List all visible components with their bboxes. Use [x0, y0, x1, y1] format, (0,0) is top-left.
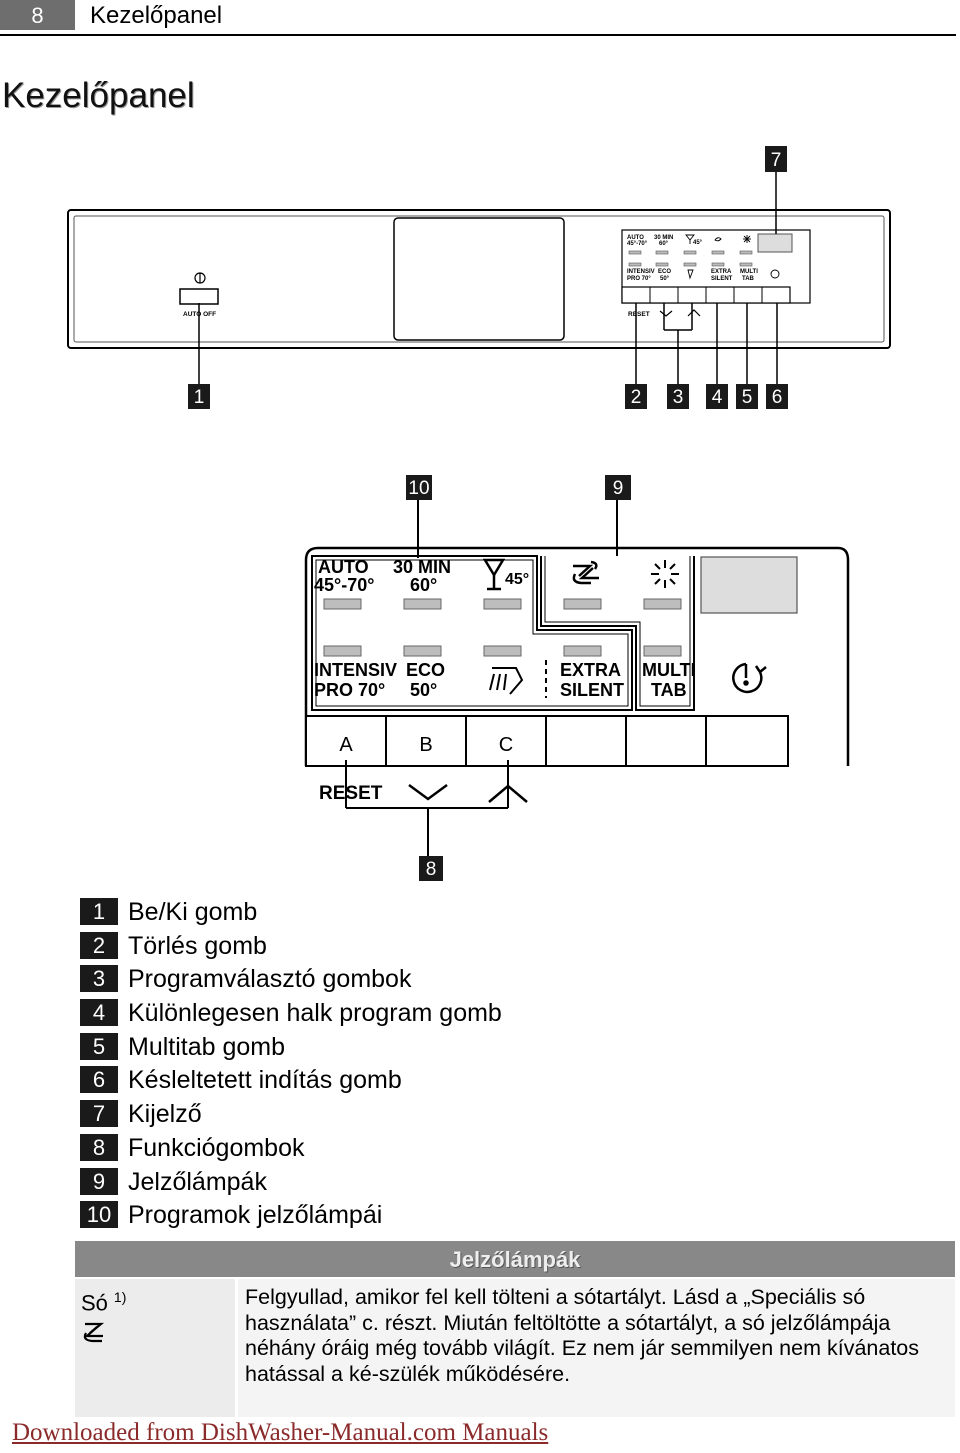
svg-text:3: 3 — [673, 387, 684, 408]
salt-icon — [572, 560, 599, 585]
svg-text:INTENSIV: INTENSIV — [627, 269, 655, 275]
overview-reset-label: RESET — [628, 311, 650, 318]
delay-start-icon — [732, 662, 767, 694]
button-b-label: B — [419, 734, 432, 756]
svg-text:SILENT: SILENT — [711, 276, 733, 282]
salt-icon — [83, 1322, 105, 1343]
button-c-label: C — [499, 734, 513, 756]
svg-text:30 MIN: 30 MIN — [654, 235, 673, 241]
detail-callouts: 10 9 8 — [406, 475, 631, 881]
svg-text:2: 2 — [631, 387, 642, 408]
table-header: Jelzőlámpák — [75, 1241, 955, 1277]
svg-text:EXTRA: EXTRA — [711, 269, 732, 275]
svg-text:50°: 50° — [410, 680, 437, 700]
overview-panel — [67, 172, 891, 384]
glass-icon — [482, 558, 506, 591]
svg-text:45°: 45° — [505, 571, 529, 588]
svg-text:ECO: ECO — [406, 660, 445, 680]
svg-text:45°-70°: 45°-70° — [314, 575, 374, 595]
power-button — [179, 288, 219, 305]
button-a-label: A — [339, 734, 353, 756]
detail-button-labels: A B C — [339, 734, 513, 756]
svg-text:60°: 60° — [659, 241, 669, 247]
svg-text:SILENT: SILENT — [560, 680, 624, 700]
svg-text:MULTI: MULTI — [642, 660, 696, 680]
detail-labels: AUTO 45°-70° 30 MIN 60° 45° INTENSIV PRO… — [314, 557, 696, 804]
table-row-text-cell: Felgyullad, amikor fel kell tölteni a só… — [238, 1279, 955, 1417]
svg-text:PRO 70°: PRO 70° — [314, 680, 385, 700]
svg-text:60°: 60° — [410, 575, 437, 595]
overview-mini-icons — [685, 234, 780, 280]
svg-text:50°: 50° — [660, 276, 670, 282]
footnote-marker: 1) — [113, 1289, 127, 1305]
header-title: Kezelőpanel — [90, 2, 223, 29]
header-divider — [0, 34, 956, 36]
svg-text:30 MIN: 30 MIN — [393, 557, 451, 577]
svg-text:8: 8 — [426, 859, 437, 880]
reset-label: RESET — [319, 783, 383, 804]
salt-description: Felgyullad, amikor fel kell tölteni a só… — [245, 1285, 919, 1386]
svg-text:6: 6 — [772, 387, 783, 408]
svg-text:EXTRA: EXTRA — [560, 660, 621, 680]
svg-text:9: 9 — [613, 478, 624, 499]
section-title: Kezelőpanel — [2, 76, 195, 115]
overview-mini-labels: AUTO 45°-70° 30 MIN 60° 45° INTENSIV PRO… — [183, 235, 758, 318]
down-arrow-icon — [408, 783, 448, 801]
svg-text:AUTO: AUTO — [627, 235, 644, 241]
rinse-aid-icon — [651, 560, 679, 588]
svg-text:10: 10 — [408, 478, 429, 499]
detail-icons — [482, 558, 767, 695]
svg-text:TAB: TAB — [651, 680, 687, 700]
page-number: 8 — [0, 0, 75, 30]
svg-text:45°-70°: 45°-70° — [627, 241, 648, 247]
mini-sparkle-icon — [743, 235, 751, 243]
detail-panel — [304, 500, 850, 856]
svg-text:5: 5 — [742, 387, 753, 408]
display-window — [700, 556, 798, 614]
svg-text:45°: 45° — [693, 240, 703, 246]
svg-text:AUTO: AUTO — [318, 557, 369, 577]
svg-text:ECO: ECO — [658, 269, 671, 275]
svg-text:PRO 70°: PRO 70° — [627, 276, 651, 282]
auto-off-label: AUTO OFF — [183, 311, 216, 318]
svg-text:INTENSIV: INTENSIV — [314, 660, 397, 680]
svg-text:7: 7 — [771, 150, 782, 171]
svg-text:4: 4 — [712, 387, 723, 408]
download-source-link[interactable]: Downloaded from DishWasher-Manual.com Ma… — [12, 1419, 549, 1446]
spray-icon — [489, 667, 524, 695]
svg-text:1: 1 — [194, 387, 205, 408]
svg-text:MULTI: MULTI — [740, 269, 758, 275]
svg-text:TAB: TAB — [742, 276, 755, 282]
overview-callouts: 1 2 3 4 5 6 7 — [188, 146, 788, 409]
